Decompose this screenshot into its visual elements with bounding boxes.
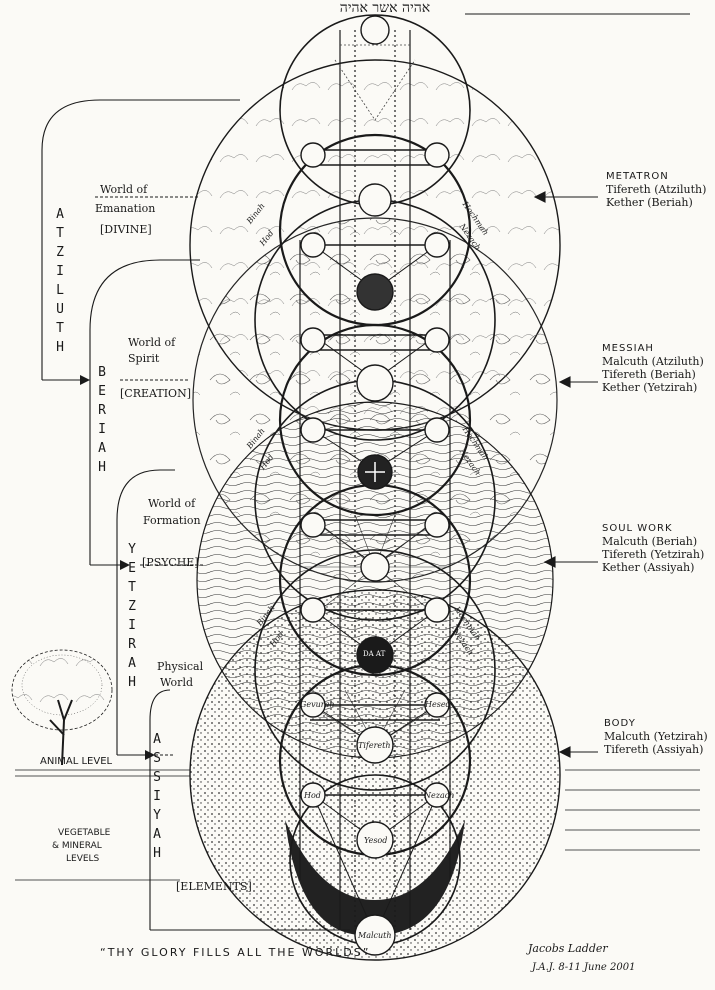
nezach-label-4: Nezach (424, 791, 455, 800)
beriah-tag: [CREATION] (120, 387, 191, 400)
caption: “THY GLORY FILLS ALL THE WORLDS” (100, 946, 371, 959)
body-block: BODY Malcuth (Yetzirah) Tifereth (Assiya… (604, 717, 708, 756)
atziluth-name-1: World of (100, 183, 148, 196)
metatron-block: METATRON Tifereth (Atziluth) Kether (Ber… (606, 170, 706, 209)
metatron-line-1: Tifereth (Atziluth) (606, 183, 707, 196)
vertical-assiyah: ASSIYAH (153, 732, 161, 861)
daat-cross (365, 462, 385, 482)
soul-work-line-2: Tifereth (Yetzirah) (602, 548, 705, 561)
central-pillar (299, 30, 451, 930)
messiah-line-1: Malcuth (Atziluth) (602, 355, 704, 368)
signature-title: Jacobs Ladder (528, 942, 608, 955)
vegetable-label-1: VEGETABLE (58, 828, 111, 838)
vertical-atziluth: ATZILUTH (56, 207, 64, 355)
assiyah-name-2: World (160, 676, 193, 689)
crown-lines (334, 44, 416, 121)
signature-byline: J.A.J. 8-11 June 2001 (532, 962, 636, 973)
tree-icon (11, 649, 113, 766)
assiyah-name-1: Physical (157, 660, 204, 673)
daat-label: DA AT (363, 650, 386, 658)
vertical-yetzirah: YETZIRAH (128, 542, 136, 690)
hesed-label: Hesed (425, 700, 451, 709)
hod-label-4: Hod (304, 791, 321, 800)
yetzirah-name-1: World of (148, 497, 196, 510)
world-dashes (95, 196, 205, 756)
beriah-name-1: World of (128, 336, 176, 349)
vegetable-label-3: LEVELS (66, 854, 100, 864)
yetzirah-tag: [PSYCHE] (142, 556, 199, 569)
atziluth-tag: [DIVINE] (100, 223, 152, 236)
hebrew-header: אהיה אשר אהיה (339, 0, 431, 16)
tifereth-label: Tifereth (358, 741, 391, 750)
soul-work-block: SOUL WORK Malcuth (Beriah) Tifereth (Yet… (602, 522, 704, 574)
ladder-rungs (310, 149, 440, 796)
atziluth-name-2: Emanation (95, 202, 156, 215)
right-arrows (533, 191, 598, 758)
body-line-2: Tifereth (Assiyah) (604, 743, 704, 756)
assiyah-tag: [ELEMENTS] (176, 880, 252, 893)
gevurah-label: Gevurah (300, 700, 335, 709)
vegetable-label-2: & MINERAL (52, 841, 102, 851)
malcuth-label: Malcuth (358, 931, 392, 940)
messiah-head: MESSIAH (602, 343, 654, 354)
metatron-head: METATRON (606, 171, 669, 182)
messiah-block: MESSIAH Malcuth (Atziluth) Tifereth (Ber… (602, 342, 704, 394)
beriah-name-2: Spirit (128, 352, 160, 365)
soul-work-head: SOUL WORK (602, 523, 673, 534)
yesod-label: Yesod (364, 836, 388, 845)
soul-work-line-3: Kether (Assiyah) (602, 561, 695, 574)
metatron-line-2: Kether (Beriah) (606, 196, 693, 209)
body-head: BODY (604, 718, 636, 729)
bracket-arrows (80, 375, 155, 760)
sephirot-nodes (300, 15, 450, 956)
messiah-line-3: Kether (Yetzirah) (602, 381, 698, 394)
animal-level-label: ANIMAL LEVEL (40, 756, 113, 767)
messiah-line-2: Tifereth (Beriah) (602, 368, 696, 381)
soul-work-line-1: Malcuth (Beriah) (602, 535, 698, 548)
horizon-lines (15, 769, 700, 881)
yetzirah-name-2: Formation (143, 514, 201, 527)
body-line-1: Malcuth (Yetzirah) (604, 730, 708, 743)
vertical-beriah: BERIAH (98, 365, 106, 475)
left-brackets (41, 99, 350, 931)
